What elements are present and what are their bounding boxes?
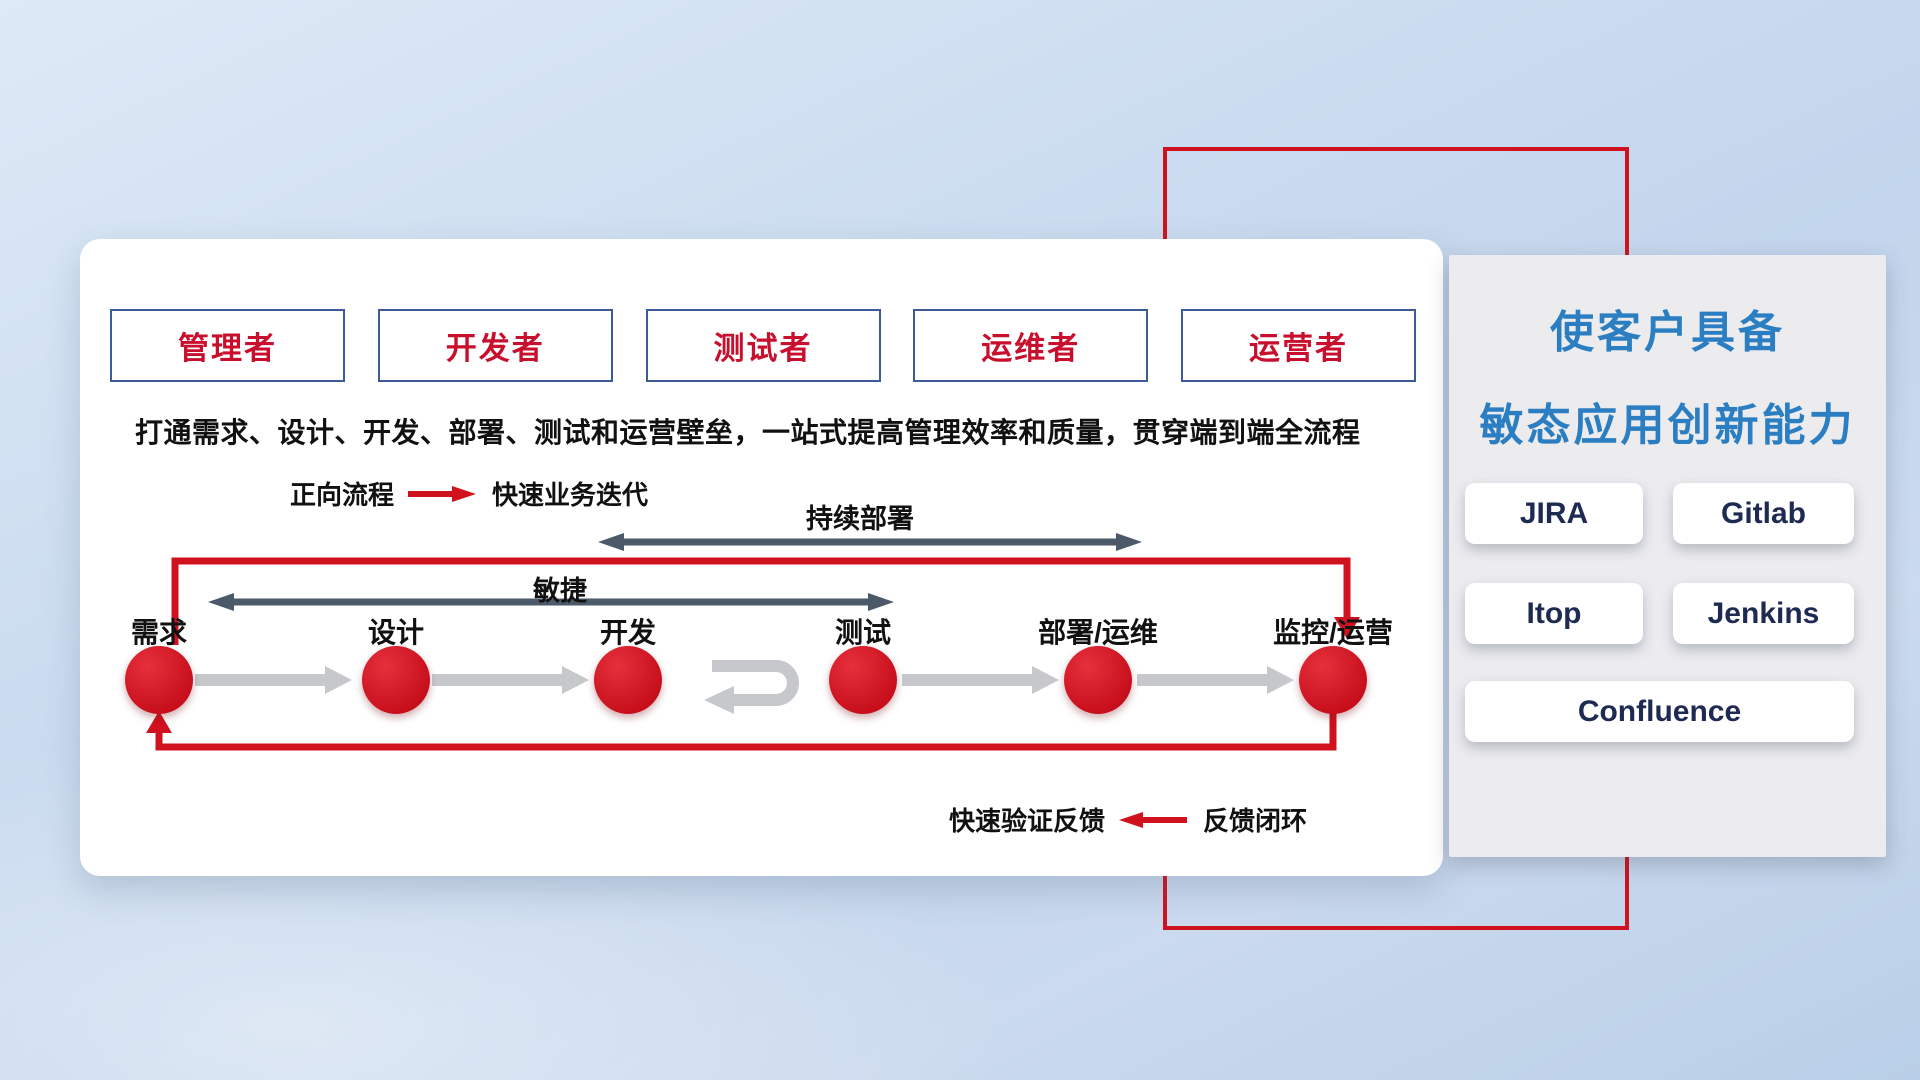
feedback-arrow-icon [1119,811,1188,828]
role-label: 管理者 [178,331,277,366]
feedback-loop [146,711,1337,751]
capability-panel: 使客户具备 敏态应用创新能力 JIRA Gitlab Itop Jenkins … [1449,255,1886,857]
legend-feedback-desc: 快速验证反馈 [949,806,1106,836]
role-label: 开发者 [445,331,545,366]
card-subtitle: 打通需求、设计、开发、部署、测试和运营壁垒，一站式提高管理效率和质量，贯穿端到端… [135,417,1361,448]
forward-arrow-icon [408,485,477,502]
legend-forward-label: 正向流程 [290,480,395,510]
role-box-manager: 管理者 [110,309,345,382]
stage-circle-development [594,646,662,714]
continuous-deployment-arrow [598,533,1142,551]
stage-arrow-4 [902,666,1059,694]
tool-button-jira: JIRA [1465,483,1643,544]
panel-title-line2: 敏态应用创新能力 [1479,401,1856,450]
agile-label: 敏捷 [533,576,587,606]
stage-label-design: 设计 [367,617,424,648]
legend-feedback: 快速验证反馈 反馈闭环 [949,801,1307,838]
stage-circle-requirements [125,646,193,714]
stage-arrow-2 [432,666,589,694]
flow-arrows-canvas [146,533,1360,751]
legend-feedback-label: 反馈闭环 [1203,806,1308,836]
role-box-ops: 运维者 [913,309,1149,382]
tool-button-gitlab: Gitlab [1673,483,1854,544]
iteration-loop-icon [704,660,799,714]
role-box-row: 管理者 开发者 测试者 运维者 运营者 [110,309,1416,382]
stage-label-development: 开发 [599,617,656,648]
role-box-tester: 测试者 [645,309,881,382]
stage-circle-deploy-ops [1064,646,1132,714]
stage-circle-testing [829,646,897,714]
stage-label-testing: 测试 [834,617,891,648]
role-box-developer: 开发者 [377,309,613,382]
stage-arrow-1 [195,666,352,694]
stage-label-monitor-ops: 监控/运营 [1273,617,1393,648]
legend-forward-desc: 快速业务迭代 [492,480,649,510]
role-label: 运营者 [1249,331,1348,366]
devops-flow-card: 管理者 开发者 测试者 运维者 运营者 打通需求、设计、开发、部署、测试和运营壁… [80,239,1443,876]
legend-forward: 正向流程 快速业务迭代 [290,475,648,512]
agile-arrow [208,593,894,611]
role-box-operator: 运营者 [1181,309,1416,382]
role-label: 运维者 [981,331,1081,366]
role-label: 测试者 [713,331,813,366]
tool-button-jenkins: Jenkins [1673,583,1854,644]
panel-title-line1: 使客户具备 [1550,308,1785,357]
stage-circle-monitor-ops [1299,646,1367,714]
stage-label-deploy-ops: 部署/运维 [1038,617,1158,648]
stage-arrow-5 [1137,666,1294,694]
tool-button-itop: Itop [1465,583,1643,644]
continuous-deployment-label: 持续部署 [806,504,914,534]
tool-button-confluence: Confluence [1465,681,1854,742]
stage-circle-design [362,646,430,714]
forward-flow-loop [171,557,1360,645]
stage-label-requirements: 需求 [130,617,187,648]
